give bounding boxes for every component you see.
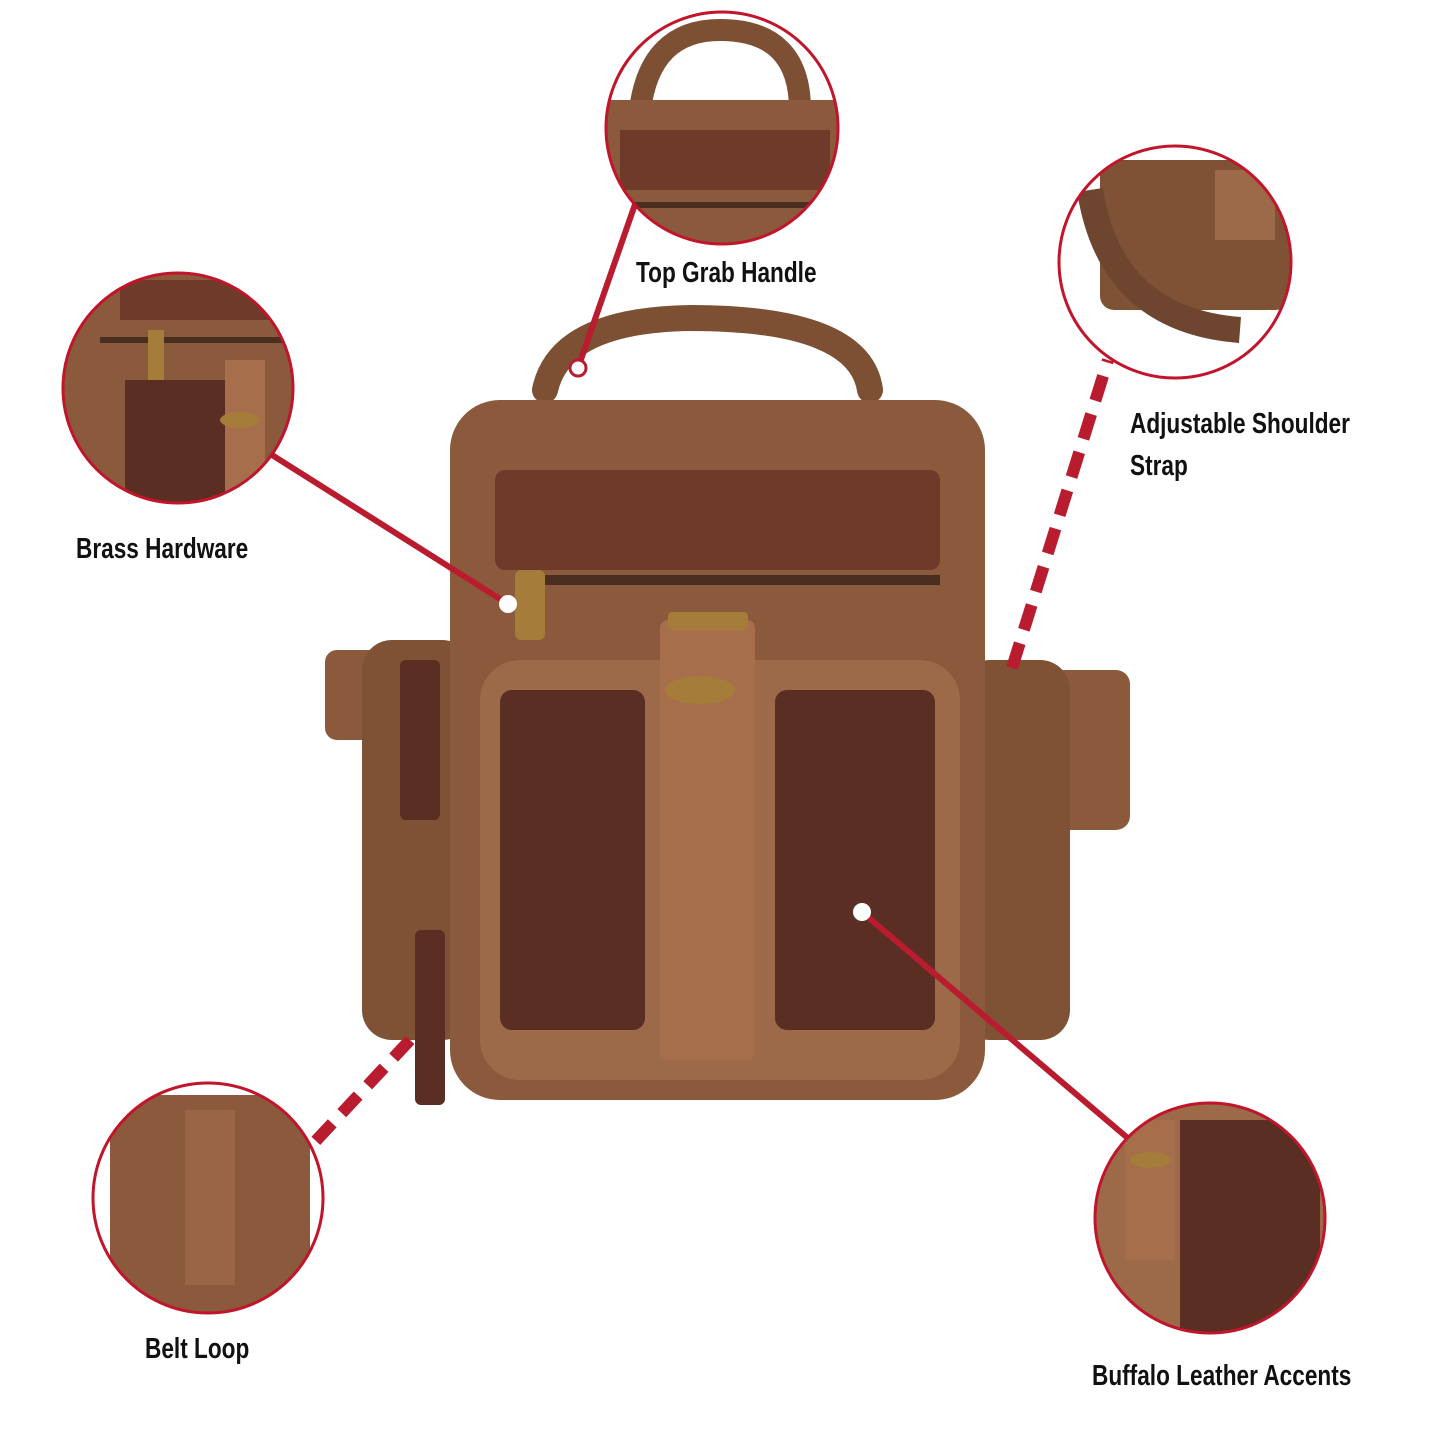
detail-belt-loop xyxy=(91,1081,325,1315)
shoulder-strap-label-line2: Strap xyxy=(1130,450,1188,482)
top-handle xyxy=(532,304,883,403)
brass-line xyxy=(270,452,510,607)
leather-panel-right xyxy=(775,690,935,1030)
leather-panel-left xyxy=(500,690,645,1030)
belt-loop-label: Belt Loop xyxy=(145,1333,250,1365)
shoulder-strap-label-line1: Adjustable Shoulder xyxy=(1130,408,1350,440)
brass-buckle xyxy=(668,612,748,630)
detail-buffalo-leather xyxy=(1093,1101,1327,1335)
buffalo-line xyxy=(860,909,1132,1143)
top-handle-line xyxy=(575,189,643,369)
top-leather-patch xyxy=(495,470,940,570)
belt-line xyxy=(307,1035,415,1150)
belt-strap xyxy=(660,620,755,1060)
strap-line xyxy=(1006,358,1114,670)
callout-lines xyxy=(270,189,1132,1150)
buffalo-leather-label: Buffalo Leather Accents xyxy=(1092,1360,1352,1392)
detail-shoulder-strap xyxy=(1057,144,1293,380)
top-handle-label: Top Grab Handle xyxy=(636,257,817,289)
bag-image xyxy=(325,304,1130,1105)
zipper-pull xyxy=(515,570,545,640)
detail-brass-hardware xyxy=(61,271,295,505)
detail-top-handle xyxy=(604,10,840,246)
brass-hardware-label: Brass Hardware xyxy=(76,533,249,565)
right-side-pocket xyxy=(960,660,1070,1040)
